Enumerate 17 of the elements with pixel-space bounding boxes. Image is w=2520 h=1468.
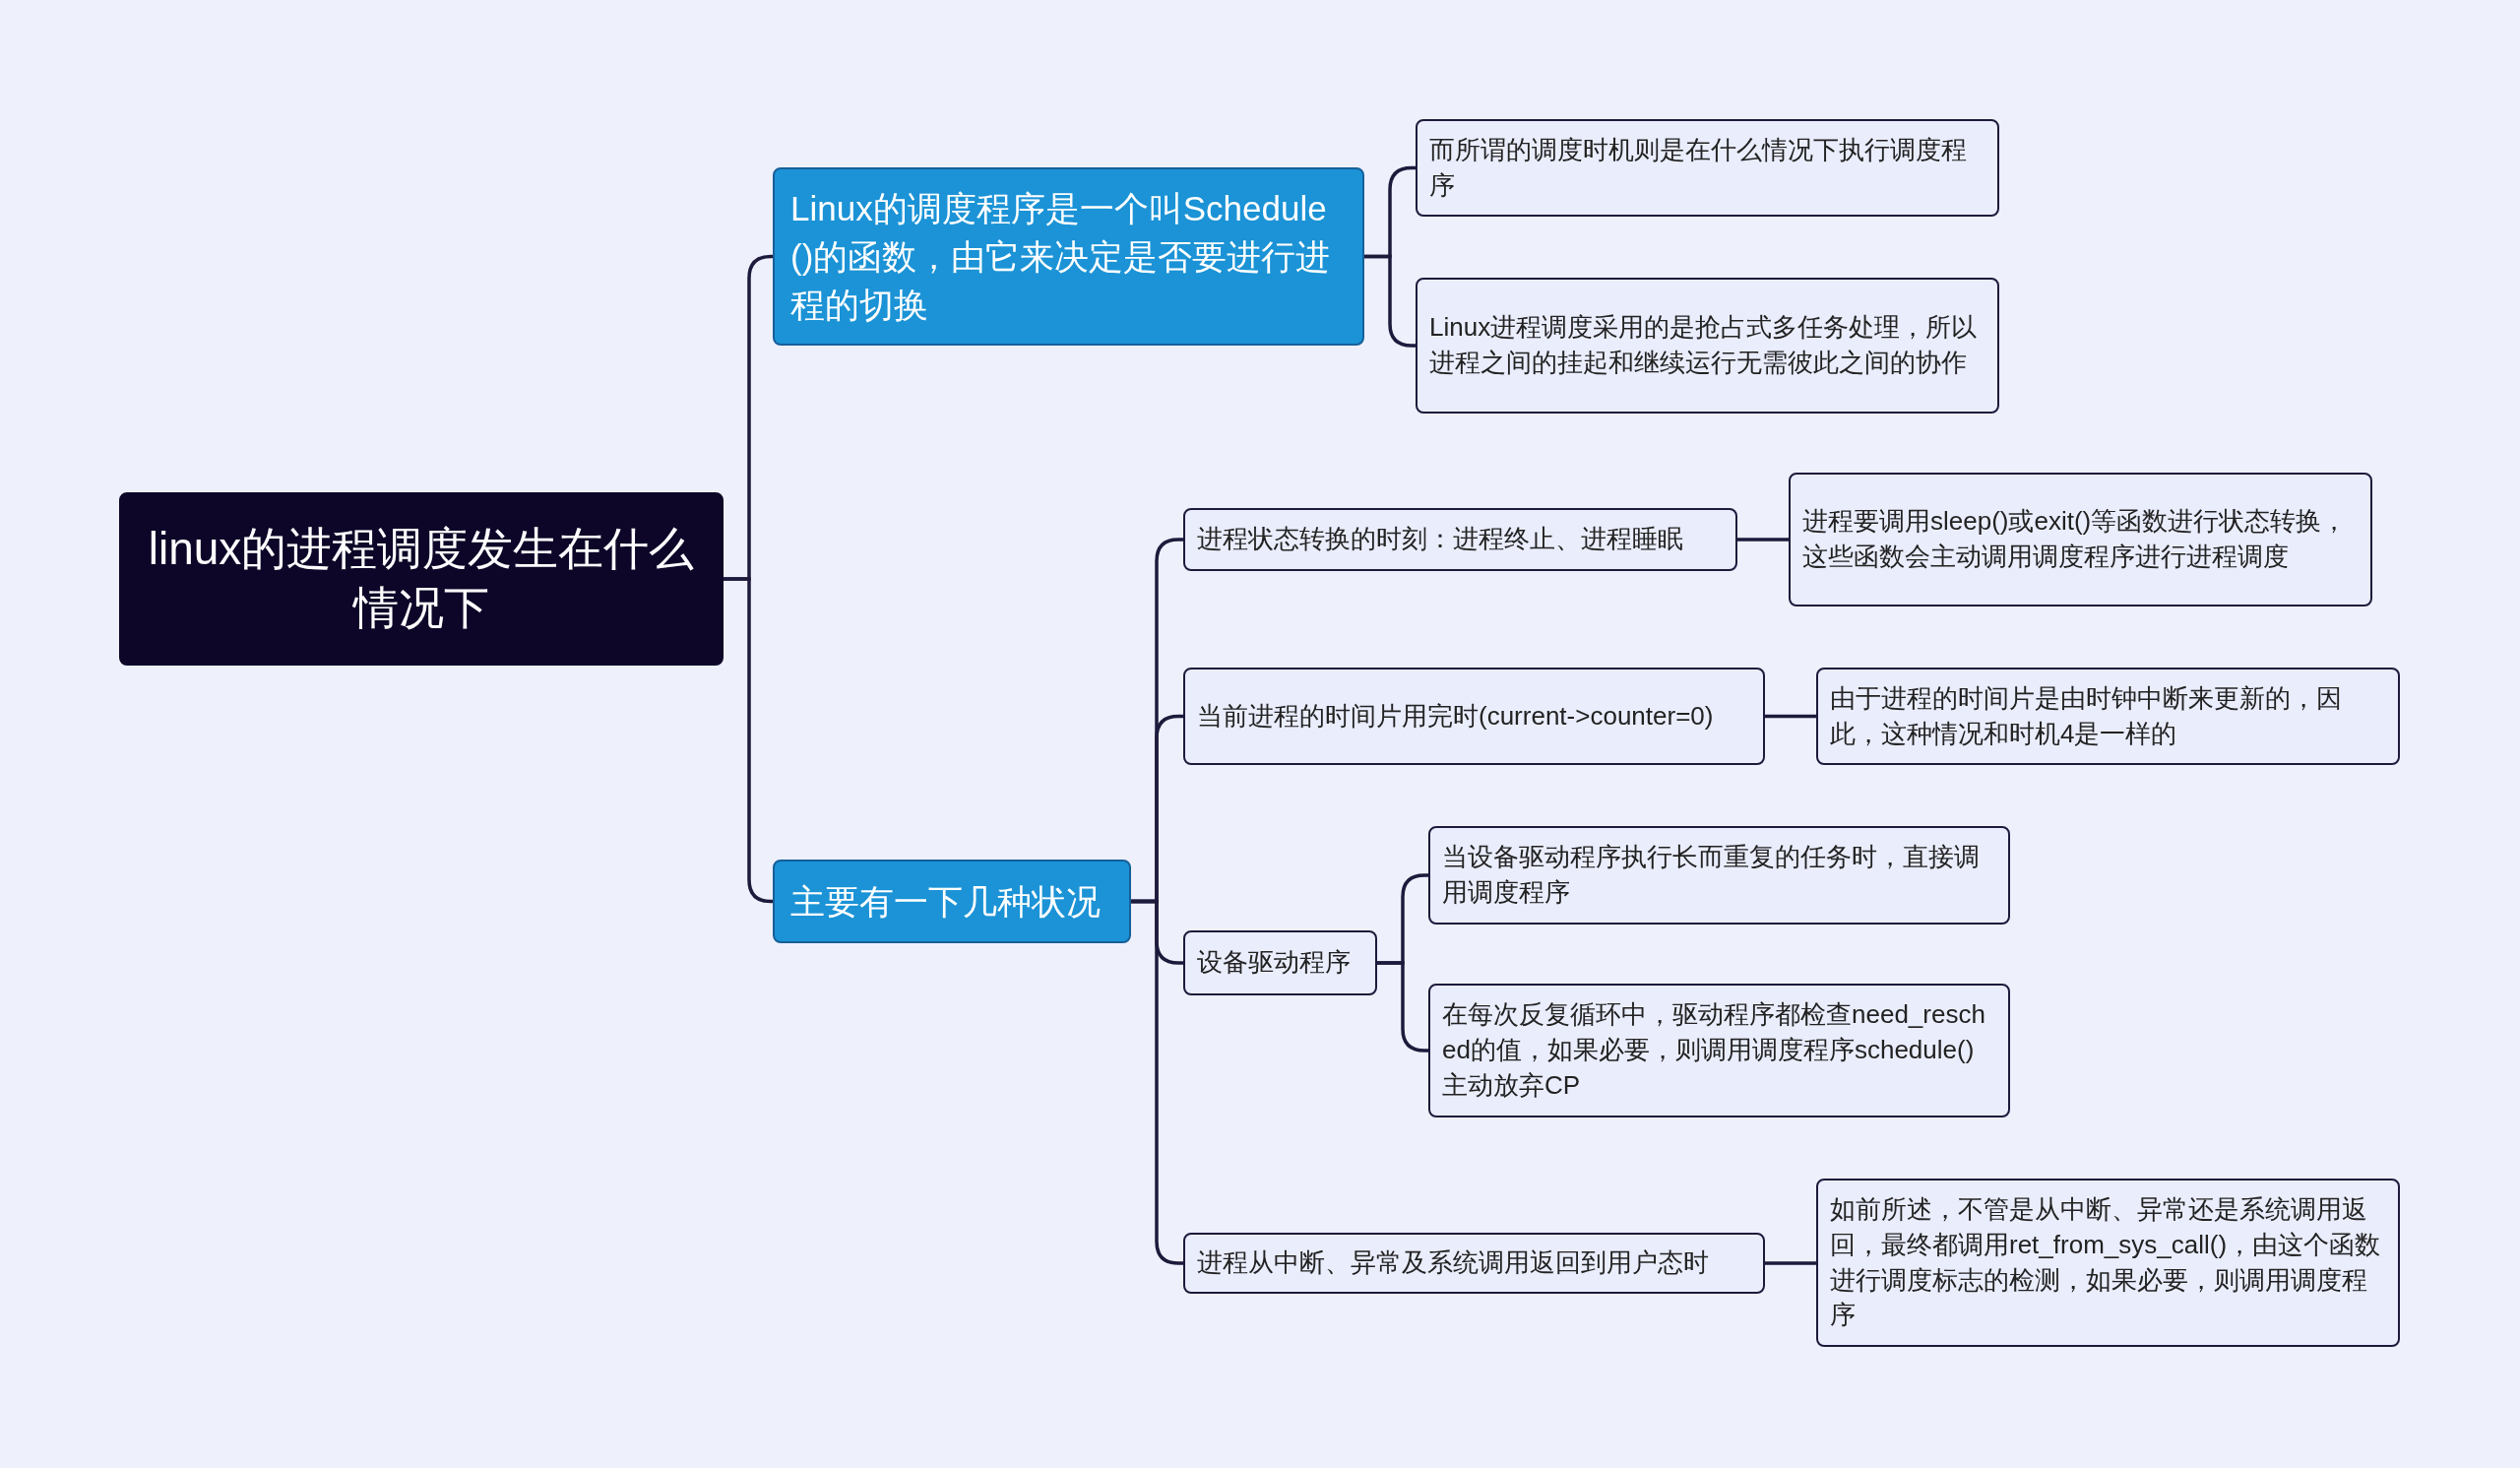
connector-line [1765, 714, 1816, 719]
connector-line [1765, 1261, 1816, 1265]
subtopic-box: 在每次反复循环中，驱动程序都检查need_resched的值，如果必要，则调用调度程序schedule()主动放弃CP [1428, 984, 2010, 1117]
subtopic-box: 如前所述，不管是从中断、异常还是系统调用返回，最终都调用ret_from_sys_call()，由这个函数进行调度标志的检测，如果必要，则调用调度程序 [1816, 1179, 2400, 1347]
subtopic-box: 而所谓的调度时机则是在什么情况下执行调度程序 [1416, 119, 1999, 217]
subtopic-box: 当设备驱动程序执行长而重复的任务时，直接调用调度程序 [1428, 826, 2010, 925]
subtopic-box: 进程状态转换的时刻：进程终止、进程睡眠 [1183, 508, 1737, 571]
subtopic-box: 进程从中断、异常及系统调用返回到用户态时 [1183, 1233, 1765, 1294]
subtopic-box: 进程要调用sleep()或exit()等函数进行状态转换，这些函数会主动调用调度程序进行进程调度 [1789, 473, 2372, 606]
central-topic: linux的进程调度发生在什么情况下 [119, 492, 724, 666]
subtopic-box: 设备驱动程序 [1183, 930, 1377, 995]
subtopic-box: 由于进程的时间片是由时钟中断来更新的，因此，这种情况和时机4是一样的 [1816, 668, 2400, 765]
subtopic-box: Linux进程调度采用的是抢占式多任务处理，所以进程之间的挂起和继续运行无需彼此之间的协作 [1416, 278, 1999, 414]
topic-box: Linux的调度程序是一个叫Schedule()的函数，由它来决定是否要进行进程的切换 [773, 167, 1364, 346]
connector-line [1737, 538, 1789, 542]
subtopic-box: 当前进程的时间片用完时(current->counter=0) [1183, 668, 1765, 765]
topic-box: 主要有一下几种状况 [773, 860, 1131, 943]
